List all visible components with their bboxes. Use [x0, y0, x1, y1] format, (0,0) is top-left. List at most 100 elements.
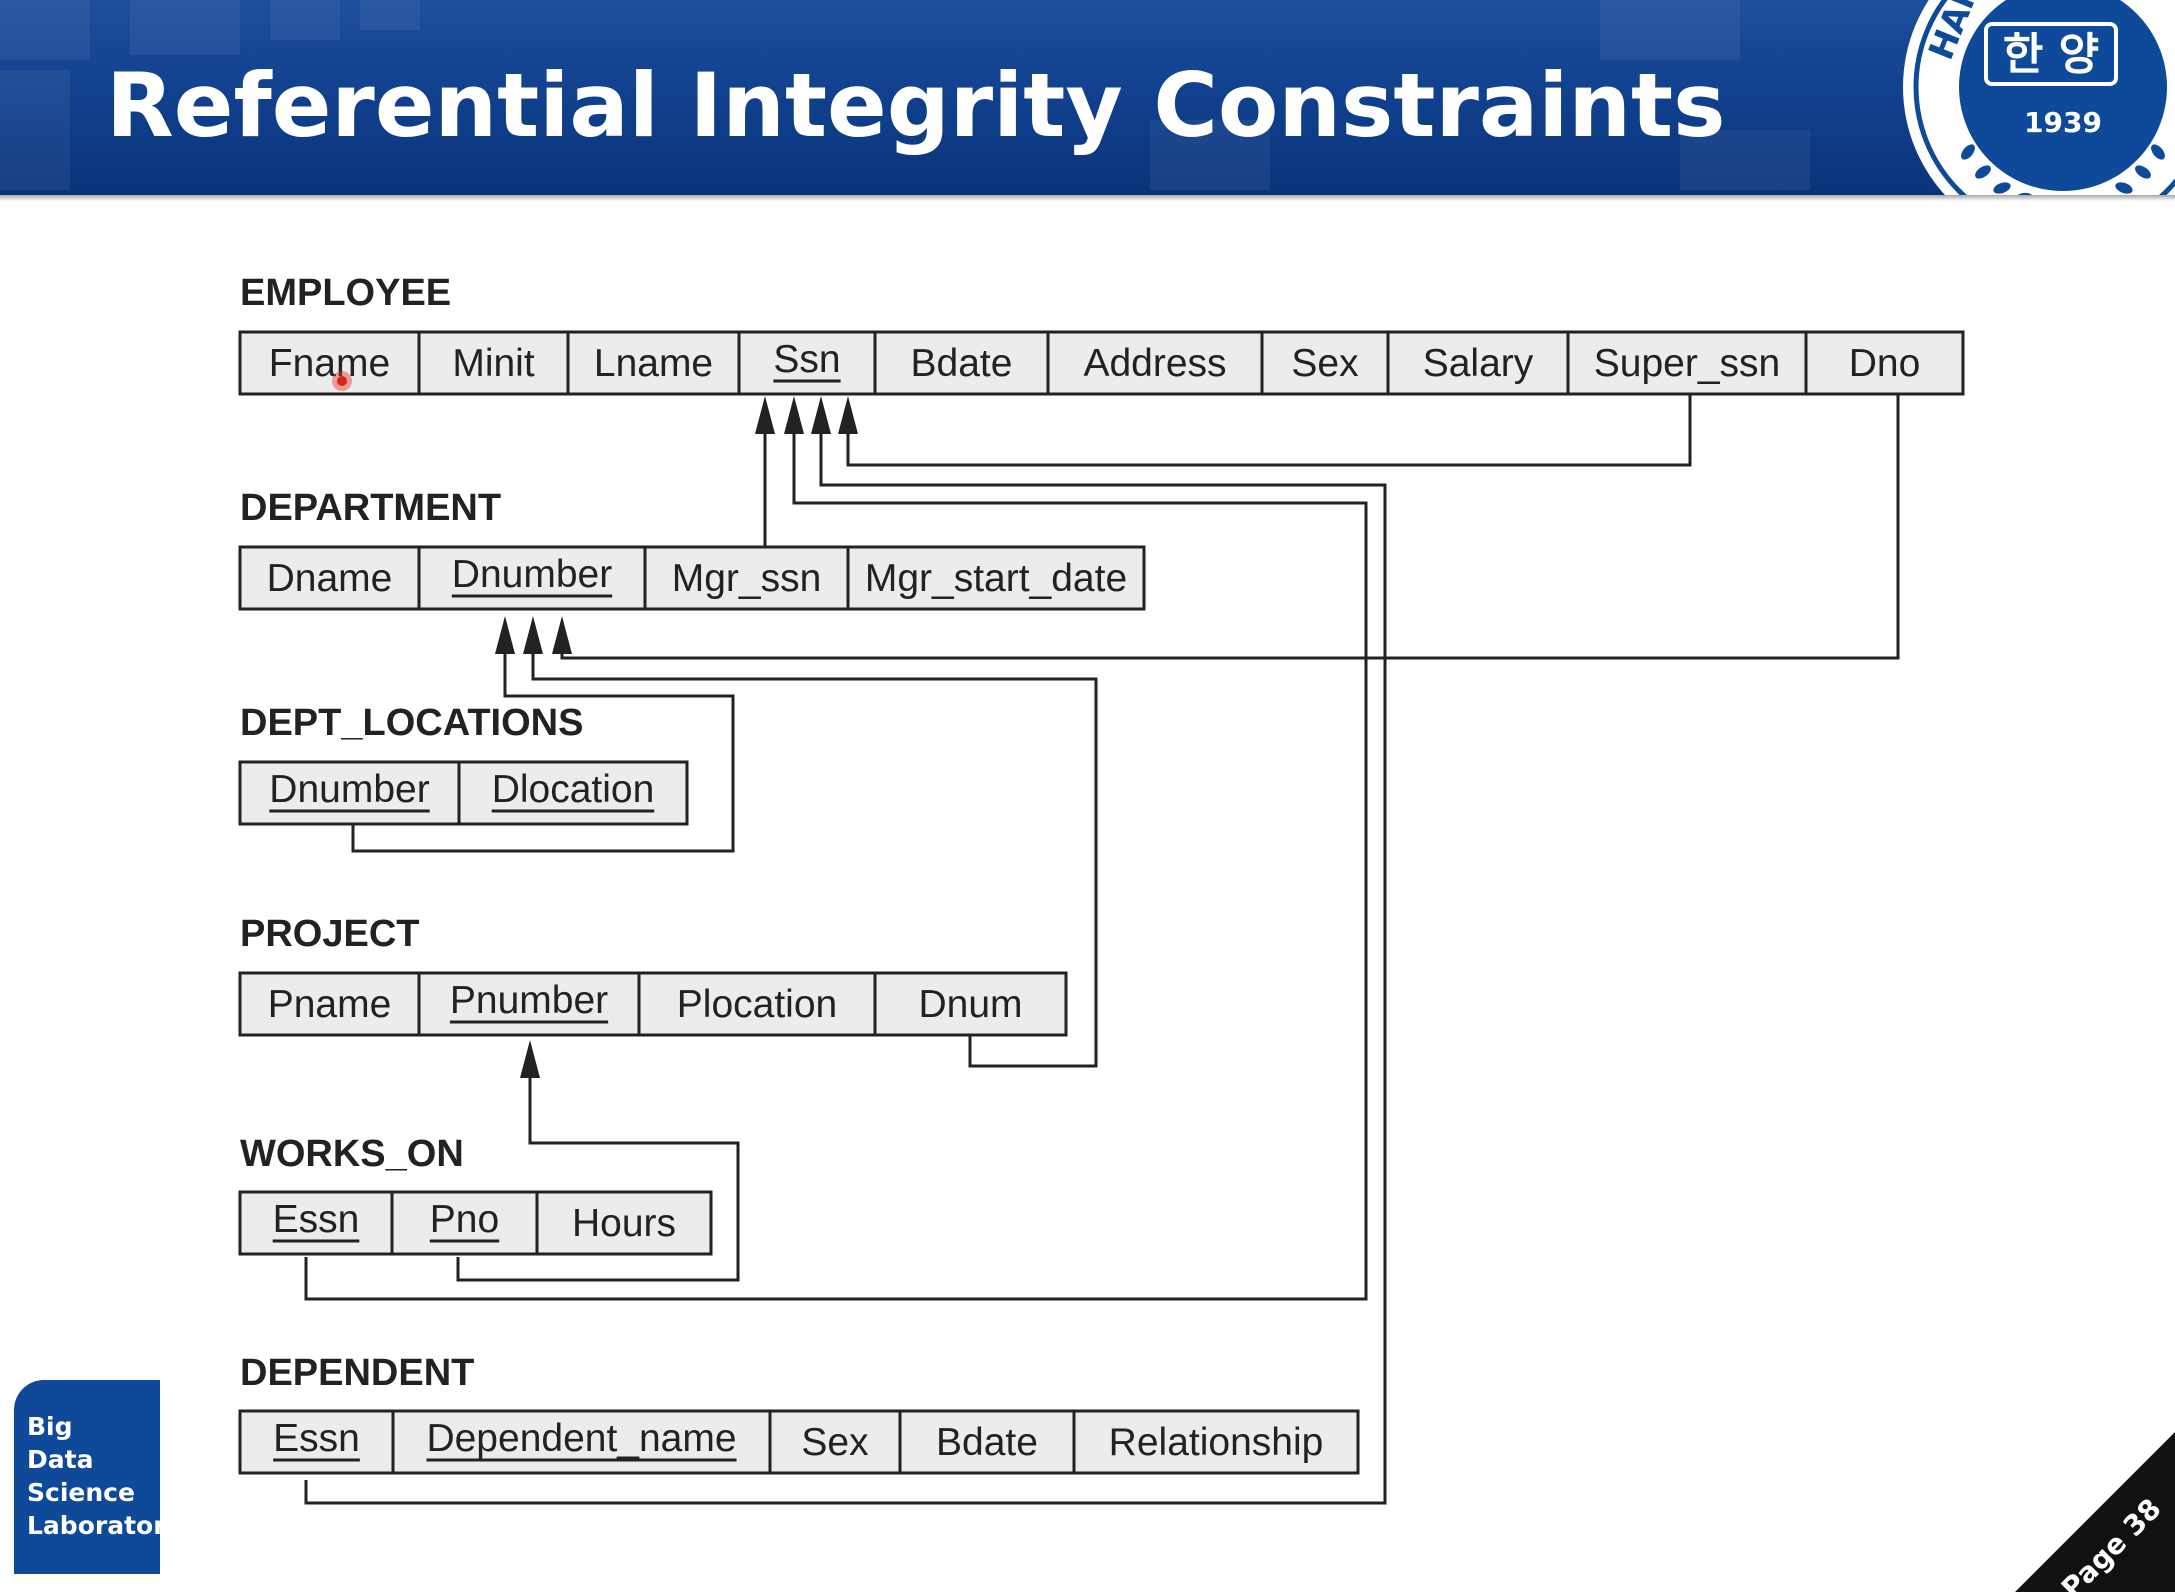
- attribute-sex: Sex: [768, 1409, 902, 1475]
- connector-line: [531, 636, 1098, 1068]
- relation-name: DEPENDENT: [240, 1352, 474, 1394]
- arrowhead-icon: [784, 396, 804, 434]
- lab-name-line: Science: [27, 1478, 135, 1507]
- attribute-label: Essn: [273, 1198, 360, 1241]
- attribute-label: Address: [1083, 342, 1226, 385]
- attribute-dlocation: Dlocation: [457, 760, 689, 826]
- seal-hangul-text: 한 양: [2003, 29, 2099, 80]
- attribute-pname: Pname: [238, 971, 421, 1037]
- attribute-label: Dependent_name: [426, 1417, 736, 1460]
- connector-line: [846, 394, 1692, 467]
- attribute-label: Super_ssn: [1594, 342, 1780, 385]
- attribute-lname: Lname: [566, 330, 741, 396]
- attribute-minit: Minit: [417, 330, 570, 396]
- attribute-cell: [1566, 330, 1808, 396]
- attribute-label: Salary: [1423, 342, 1534, 385]
- attribute-cell: [238, 330, 421, 396]
- arrowhead-icon: [520, 1040, 540, 1078]
- attribute-cell: [238, 545, 421, 611]
- attribute-cell: [873, 971, 1068, 1037]
- seal-year-text: 1939: [2024, 106, 2102, 139]
- arrowhead-icon: [811, 396, 831, 434]
- attribute-cell: [390, 1190, 539, 1256]
- attribute-cell: [238, 1409, 395, 1475]
- attribute-dnumber: Dnumber: [417, 545, 647, 611]
- attribute-cell: [846, 545, 1146, 611]
- slide-title: Referential Integrity Constraints: [106, 54, 1726, 157]
- attribute-label: Sex: [801, 1421, 869, 1464]
- attribute-label: Pno: [430, 1198, 499, 1241]
- attribute-cell: [1386, 330, 1570, 396]
- university-seal-logo: HAN 한 양 1939: [1903, 0, 2175, 195]
- attribute-mgr-start-date: Mgr_start_date: [846, 545, 1146, 611]
- attribute-dnum: Dnum: [873, 971, 1068, 1037]
- attribute-cell: [391, 1409, 772, 1475]
- cursor-dot-icon: [337, 376, 347, 386]
- attribute-label: Mgr_start_date: [865, 557, 1127, 600]
- fk-super-ssn-to-ssn: [846, 394, 1692, 467]
- attribute-mgr-ssn: Mgr_ssn: [643, 545, 850, 611]
- attribute-salary: Salary: [1386, 330, 1570, 396]
- connector-line: [351, 636, 735, 853]
- connector-line: [304, 416, 1368, 1301]
- lab-name-line: Big: [27, 1412, 73, 1441]
- attribute-label: Fname: [269, 342, 390, 385]
- attribute-cell: [1260, 330, 1390, 396]
- fk-dependent-essn-to-ssn: [304, 416, 1387, 1505]
- relation-name: PROJECT: [240, 913, 419, 955]
- attribute-essn: Essn: [238, 1409, 395, 1475]
- title-banner: Referential Integrity Constraints HAN 한 …: [0, 0, 2175, 195]
- attribute-address: Address: [1046, 330, 1264, 396]
- attribute-label: Plocation: [677, 983, 837, 1026]
- attribute-label: Dnum: [918, 983, 1022, 1026]
- attribute-dnumber: Dnumber: [238, 760, 461, 826]
- attribute-plocation: Plocation: [637, 971, 877, 1037]
- attribute-hours: Hours: [535, 1190, 713, 1256]
- fk-dnum-to-dnumber: [531, 636, 1098, 1068]
- attribute-cell: [898, 1409, 1076, 1475]
- attribute-sex: Sex: [1260, 330, 1390, 396]
- attribute-super-ssn: Super_ssn: [1566, 330, 1808, 396]
- banner-shadow: [0, 195, 2175, 201]
- relation-works-on: WORKS_ON Essn Pno Hours: [238, 1133, 713, 1256]
- attribute-fname: Fname: [238, 330, 421, 396]
- attribute-label: Dnumber: [452, 553, 612, 596]
- connector-line: [456, 1066, 740, 1282]
- relation-dept-locations: DEPT_LOCATIONS Dnumber Dlocation: [238, 702, 689, 826]
- attribute-cell: [637, 971, 877, 1037]
- attribute-label: Ssn: [773, 338, 840, 381]
- attribute-label: Mgr_ssn: [672, 557, 822, 600]
- lab-name-line: Laboratory: [27, 1511, 182, 1540]
- connector-line: [304, 416, 1387, 1505]
- attribute-cell: [1072, 1409, 1360, 1475]
- attribute-dno: Dno: [1804, 330, 1965, 396]
- attribute-relationship: Relationship: [1072, 1409, 1360, 1475]
- attribute-cell: [1046, 330, 1264, 396]
- attribute-cell: [417, 545, 647, 611]
- attribute-label: Sex: [1291, 342, 1359, 385]
- arrowhead-icon: [838, 396, 858, 434]
- attribute-label: Dnumber: [269, 768, 429, 811]
- attribute-cell: [535, 1190, 713, 1256]
- attribute-cell: [457, 760, 689, 826]
- arrowhead-icon: [495, 616, 515, 654]
- lab-name-line: Data: [27, 1445, 94, 1474]
- attribute-label: Essn: [273, 1417, 360, 1460]
- lab-badge: Big Data Science Laboratory: [14, 1380, 182, 1574]
- attribute-dependent-name: Dependent_name: [391, 1409, 772, 1475]
- attribute-pnumber: Pnumber: [417, 971, 641, 1037]
- attribute-label: Hours: [572, 1202, 676, 1245]
- fk-works-on-essn-to-ssn: [304, 416, 1368, 1301]
- attribute-dname: Dname: [238, 545, 421, 611]
- attribute-cell: [873, 330, 1050, 396]
- attribute-essn: Essn: [238, 1190, 394, 1256]
- relation-name: WORKS_ON: [240, 1133, 464, 1175]
- attribute-label: Dno: [1849, 342, 1921, 385]
- attribute-cell: [1804, 330, 1965, 396]
- relation-name: DEPT_LOCATIONS: [240, 702, 583, 744]
- fk-dept-locations-dnumber-to-dnumber: [351, 636, 735, 853]
